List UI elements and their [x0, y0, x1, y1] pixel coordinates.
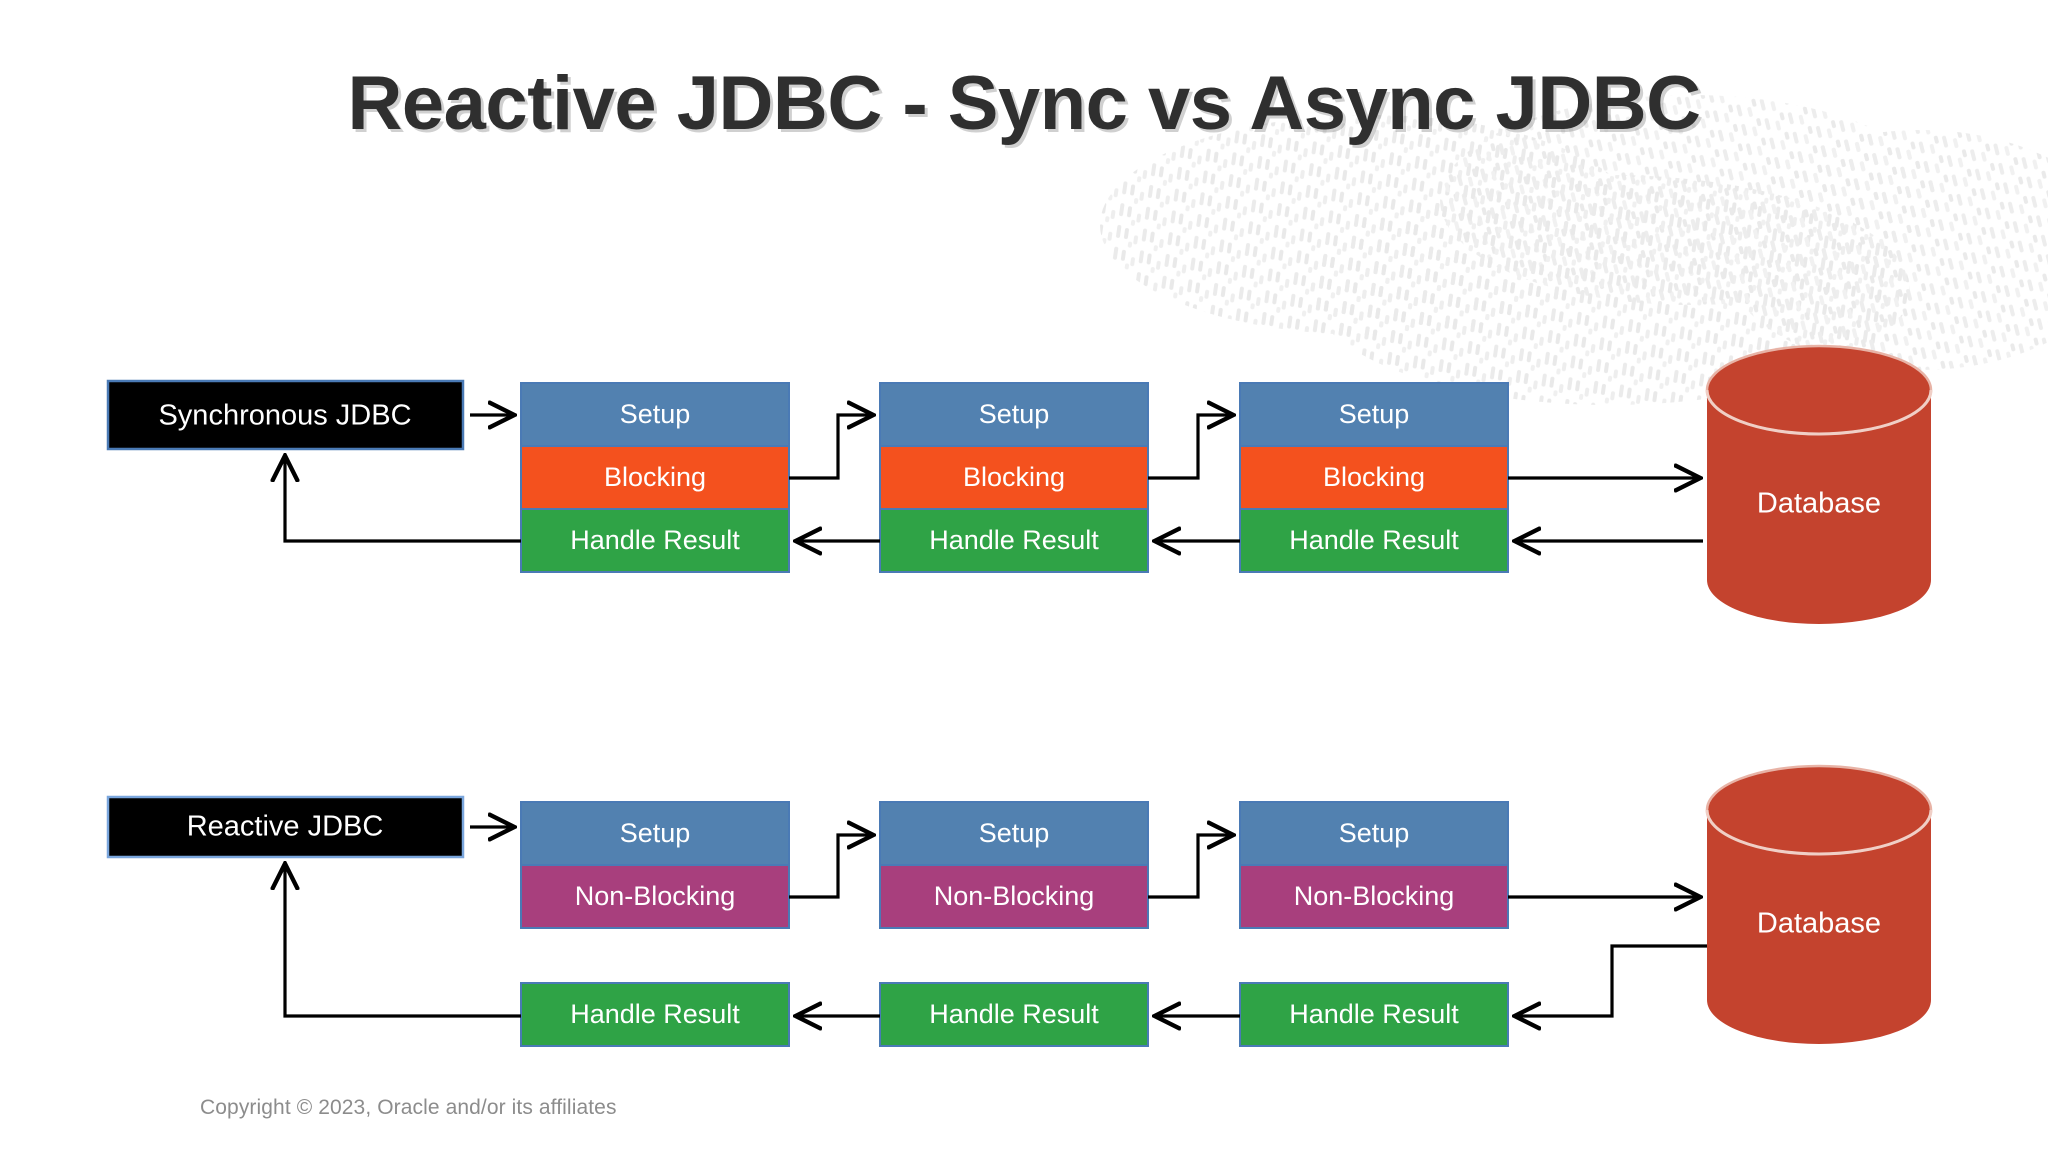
segment-handle-result[interactable] — [1239, 508, 1509, 573]
entry-box-reactive[interactable]: Reactive JDBC — [106, 795, 465, 859]
segment-setup[interactable] — [879, 801, 1149, 866]
segment-setup[interactable] — [1239, 801, 1509, 866]
stack-sync-1[interactable]: Setup Blocking Handle Result — [520, 382, 790, 573]
segment-handle-result-label: Handle Result — [929, 999, 1099, 1029]
segment-non-blocking-label: Non-Blocking — [934, 881, 1095, 911]
entry-box-label: Synchronous JDBC — [158, 400, 411, 432]
database-label: Database — [1757, 908, 1881, 940]
database-cylinder-synchronous[interactable]: Database — [1705, 344, 1933, 624]
segment-setup[interactable] — [1239, 382, 1509, 447]
segment-non-blocking[interactable] — [1239, 864, 1509, 929]
segment-setup-label: Setup — [620, 399, 691, 429]
connector-stack1-to-entry-return — [285, 866, 521, 1018]
segment-setup[interactable] — [879, 382, 1149, 447]
copyright-footer: Copyright © 2023, Oracle and/or its affi… — [200, 1096, 617, 1119]
segment-setup-label: Setup — [979, 399, 1050, 429]
database-label: Database — [1757, 488, 1881, 520]
segment-blocking[interactable] — [1239, 445, 1509, 510]
connector-database-to-stack3 — [1517, 944, 1707, 1016]
row-synchronous: Synchronous JDBC Setup Blocking Handle R… — [106, 344, 1933, 624]
segment-setup[interactable] — [520, 801, 790, 866]
segment-setup[interactable] — [520, 382, 790, 447]
stack-reactive-2[interactable]: Setup Non-Blocking Handle Result — [879, 801, 1149, 1047]
segment-blocking-label: Blocking — [604, 462, 706, 492]
segment-handle-result[interactable] — [879, 982, 1149, 1047]
segment-non-blocking[interactable] — [520, 864, 790, 929]
entry-box-label: Reactive JDBC — [187, 811, 384, 843]
segment-handle-result-label: Handle Result — [570, 999, 740, 1029]
entry-box-synchronous[interactable]: Synchronous JDBC — [106, 379, 465, 451]
segment-setup-label: Setup — [620, 818, 691, 848]
segment-setup-label: Setup — [1339, 399, 1410, 429]
segment-blocking-label: Blocking — [963, 462, 1065, 492]
page-title: Reactive JDBC - Sync vs Async JDBC — [347, 61, 1701, 146]
segment-handle-result-label: Handle Result — [929, 525, 1099, 555]
connector-stack1-to-stack2 — [789, 415, 871, 480]
segment-handle-result-label: Handle Result — [1289, 999, 1459, 1029]
database-cylinder-reactive[interactable]: Database — [1705, 764, 1933, 1044]
stack-reactive-3[interactable]: Setup Non-Blocking Handle Result — [1239, 801, 1509, 1047]
segment-setup-label: Setup — [1339, 818, 1410, 848]
connector-stack2-to-stack3 — [1148, 835, 1231, 899]
stack-sync-3[interactable]: Setup Blocking Handle Result — [1239, 382, 1509, 573]
segment-non-blocking-label: Non-Blocking — [1294, 881, 1455, 911]
segment-handle-result-label: Handle Result — [1289, 525, 1459, 555]
row-reactive: Reactive JDBC Setup Non-Blocking Handle … — [106, 764, 1933, 1047]
connector-stack1-to-entry-return — [285, 458, 521, 543]
segment-handle-result[interactable] — [520, 508, 790, 573]
segment-setup-label: Setup — [979, 818, 1050, 848]
segment-non-blocking[interactable] — [879, 864, 1149, 929]
segment-non-blocking-label: Non-Blocking — [575, 881, 736, 911]
connector-stack1-to-stack2 — [789, 835, 871, 899]
segment-handle-result-label: Handle Result — [570, 525, 740, 555]
segment-handle-result[interactable] — [520, 982, 790, 1047]
stack-reactive-1[interactable]: Setup Non-Blocking Handle Result — [520, 801, 790, 1047]
stack-sync-2[interactable]: Setup Blocking Handle Result — [879, 382, 1149, 573]
connector-stack2-to-stack3 — [1148, 415, 1231, 480]
segment-blocking-label: Blocking — [1323, 462, 1425, 492]
